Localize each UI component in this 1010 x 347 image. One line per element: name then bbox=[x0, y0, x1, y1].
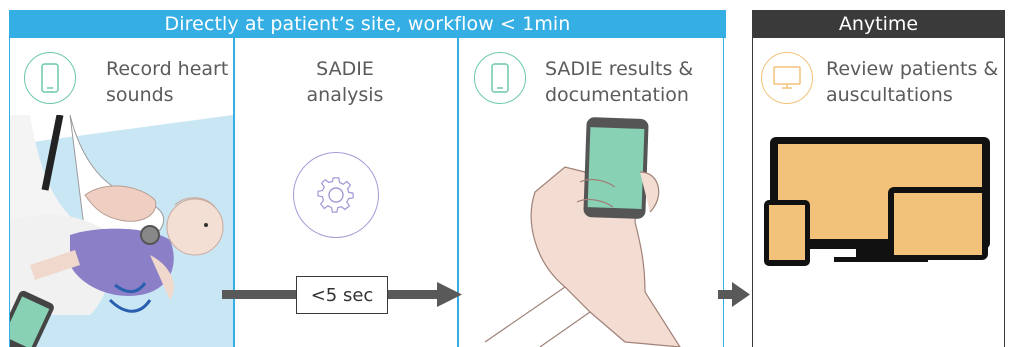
anytime-header-text: Anytime bbox=[838, 13, 919, 35]
step-4-label-line1: Review patients & bbox=[826, 58, 999, 80]
arrow-right-icon bbox=[718, 282, 750, 307]
gear-icon bbox=[293, 152, 379, 238]
smartphone-icon bbox=[474, 52, 526, 104]
workflow-header-text: Directly at patient’s site, workflow < 1… bbox=[164, 13, 571, 35]
smartphone-icon bbox=[24, 52, 76, 104]
step-1-label-line1: Record heart bbox=[106, 58, 229, 80]
anytime-frame bbox=[752, 38, 1005, 347]
workflow-frame bbox=[9, 38, 724, 347]
devices-illustration bbox=[764, 137, 990, 266]
divider-1 bbox=[233, 38, 235, 347]
step-4-label-line2: auscultations bbox=[826, 84, 953, 106]
step-1-label: Record heart sounds bbox=[106, 56, 228, 108]
duration-text: <5 sec bbox=[310, 284, 374, 306]
hand-phone-illustration bbox=[484, 117, 681, 347]
step-2-label-line2: analysis bbox=[306, 84, 384, 106]
step-3-label-line2: documentation bbox=[545, 84, 689, 106]
monitor-icon bbox=[761, 52, 813, 104]
step-4-label: Review patients & auscultations bbox=[826, 56, 998, 108]
step-2-label: SADIE analysis bbox=[233, 56, 457, 108]
duration-box: <5 sec bbox=[296, 276, 388, 314]
workflow-header: Directly at patient’s site, workflow < 1… bbox=[9, 10, 726, 38]
step-3-label: SADIE results & documentation bbox=[545, 56, 693, 108]
step-2-label-line1: SADIE bbox=[316, 58, 374, 80]
divider-2 bbox=[457, 38, 459, 347]
baby-examination-illustration bbox=[10, 115, 233, 347]
step-1-label-line2: sounds bbox=[106, 84, 174, 106]
anytime-header: Anytime bbox=[752, 10, 1005, 38]
step-3-label-line1: SADIE results & bbox=[545, 58, 694, 80]
